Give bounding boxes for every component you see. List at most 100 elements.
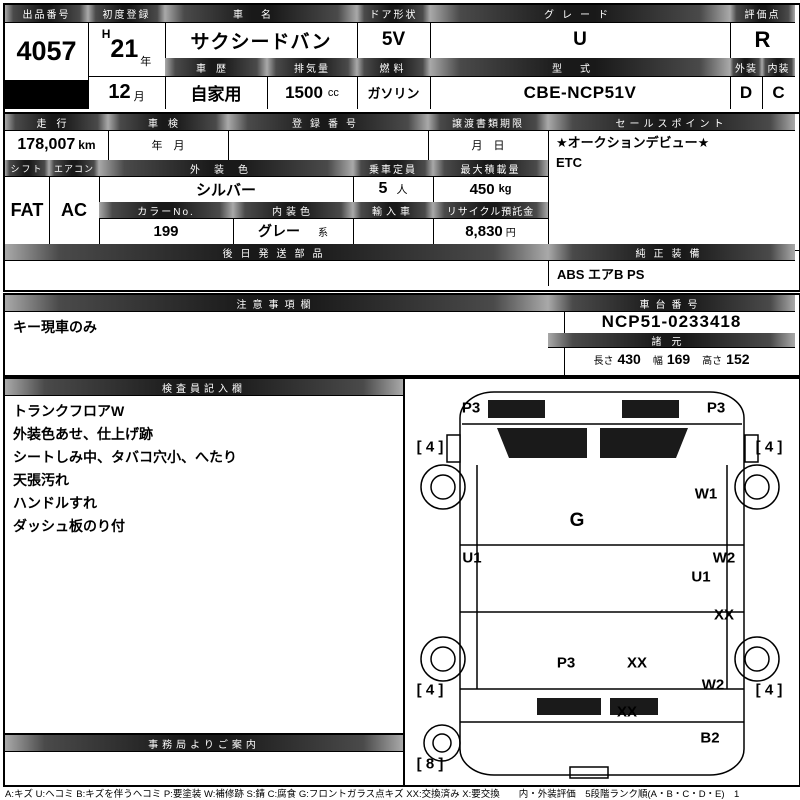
length-label: 長さ (593, 355, 614, 367)
first-registration-label: 初度登録 (88, 5, 166, 23)
door-shape-label: ドア形状 (357, 5, 431, 23)
chassis-number-label: 車台番号 (548, 295, 795, 312)
model-code-label: 型式 (430, 58, 731, 77)
import-value (353, 218, 434, 245)
office-label: 事務局よりご案内 (5, 735, 403, 752)
office-section: 事務局よりご案内 (3, 733, 409, 787)
shift-label: シフト (5, 160, 50, 177)
max-load-label: 最大積載量 (433, 160, 549, 177)
recycle-deposit-value: 8,830 円 (433, 218, 549, 245)
damage-mark: B2 (700, 729, 720, 747)
aircon-label: エアコン (49, 160, 100, 177)
width-value: 169 (666, 351, 691, 367)
genuine-equipment-label: 純正装備 (548, 244, 795, 261)
spec-values: 長さ 430 幅 169 高さ 152 (548, 347, 795, 371)
caution-value: キー現車のみ (5, 311, 565, 383)
height-value: 152 (726, 351, 750, 367)
displacement-unit: cc (327, 86, 339, 99)
recycle-deposit-label: リサイクル預託金 (433, 202, 549, 219)
chassis-number: NCP51-0233418 (548, 311, 795, 334)
damage-mark: [ 4 ] (755, 438, 783, 456)
registration-section: 走行 178,007 km 車検 年 月 登録番号 譲渡書類期限 月 日 シフト… (3, 112, 800, 292)
spec-label: 諸元 (548, 333, 795, 348)
rear-left-wheel (420, 636, 466, 682)
first-registration-year: H 21 年 (88, 22, 166, 77)
damage-mark: U1 (462, 549, 482, 567)
import-label: 輸入車 (353, 202, 434, 219)
inspection-label: 車検 (108, 114, 229, 131)
sales-point-line-1: ★オークションデビュー★ (556, 135, 710, 150)
registration-number-value (228, 130, 429, 161)
damage-mark: P3 (556, 654, 576, 672)
month-suffix: 月 (133, 91, 145, 103)
history-value: 自家用 (165, 76, 268, 109)
lot-black-box (5, 80, 89, 109)
mileage-number: 178,007 (17, 136, 76, 153)
damage-mark: [ 4 ] (416, 438, 444, 456)
max-load-number: 450 (469, 180, 495, 198)
caution-label: 注意事項欄 (5, 295, 549, 312)
max-load-value: 450 kg (433, 176, 549, 203)
first-registration-month: 12 月 (88, 76, 166, 109)
damage-mark: P3 (706, 399, 726, 417)
damage-mark: XX (626, 654, 648, 672)
front-left-wheel (420, 464, 466, 510)
later-parts-value (5, 260, 549, 286)
score-value: R (730, 22, 795, 59)
inspector-notes: トランクフロアW 外装色あせ、仕上げ跡 シートしみ中、タバコ穴小、へたり 天張汚… (5, 395, 419, 739)
width-label: 幅 (652, 355, 663, 367)
lot-number: 4057 (5, 22, 89, 81)
caution-section: 注意事項欄 キー現車のみ 車台番号 NCP51-0233418 諸元 長さ 43… (3, 293, 800, 383)
tow-hitch (569, 766, 609, 779)
capacity-unit: 人 (396, 184, 408, 196)
windshield-left (497, 428, 587, 458)
interior-color-name: グレー (258, 223, 300, 239)
left-headlight (488, 400, 545, 418)
door-shape: 5V (357, 22, 431, 59)
exterior-color-value: シルバー (99, 176, 354, 203)
first-reg-month-value: 12 (108, 81, 131, 103)
interior-color-label: 内装色 (233, 202, 354, 219)
damage-mark: XX (616, 703, 638, 721)
rear-light-left (537, 698, 601, 715)
first-reg-year-value: 21 (110, 34, 139, 63)
right-headlight (622, 400, 679, 418)
office-value (5, 751, 403, 781)
inspector-note: シートしみ中、タバコ穴小、へたり (13, 449, 237, 465)
lot-number-label: 出品番号 (5, 5, 89, 23)
legend-text: A:キズ U:ヘコミ B:キズを伴うヘコミ P:要塗装 W:補修跡 S:錆 C:… (5, 789, 740, 800)
car-diagram-svg (420, 391, 780, 779)
inspector-section: 検査員記入欄 トランクフロアW 外装色あせ、仕上げ跡 シートしみ中、タバコ穴小、… (3, 377, 409, 735)
sales-point-line-2: ETC (556, 155, 582, 170)
windshield-right (600, 428, 688, 458)
capacity-label: 乗車定員 (353, 160, 434, 177)
displacement-number: 1500 (285, 82, 323, 102)
grade-label: グレード (430, 5, 731, 23)
sales-point-content: ★オークションデビュー★ ETC (548, 130, 800, 251)
displacement-value: 1500 cc (267, 76, 358, 109)
mileage-unit: km (78, 138, 96, 152)
height-label: 高さ (702, 355, 723, 367)
inspector-note: 外装色あせ、仕上げ跡 (13, 426, 153, 442)
shift-value: FAT (5, 176, 50, 245)
history-label: 車歴 (165, 58, 268, 77)
right-mirror (744, 434, 759, 463)
car-name-label: 車名 (165, 5, 358, 23)
grade-value: U (430, 22, 731, 59)
inspector-note: ダッシュ板のり付 (13, 518, 125, 534)
max-load-unit: kg (498, 183, 512, 195)
length-value: 430 (617, 351, 641, 367)
damage-mark: U1 (691, 568, 711, 586)
displacement-label: 排気量 (267, 58, 358, 77)
transfer-deadline-value: 月 日 (428, 130, 549, 161)
car-body-outline (459, 391, 745, 776)
exterior-color-label: 外装色 (99, 160, 354, 177)
aircon-value: AC (49, 176, 100, 245)
registration-number-label: 登録番号 (228, 114, 429, 131)
inspector-note: ハンドルすれ (13, 495, 97, 511)
rear-light-right (610, 698, 658, 715)
score-label: 評価点 (730, 5, 795, 23)
damage-mark: G (569, 510, 585, 531)
